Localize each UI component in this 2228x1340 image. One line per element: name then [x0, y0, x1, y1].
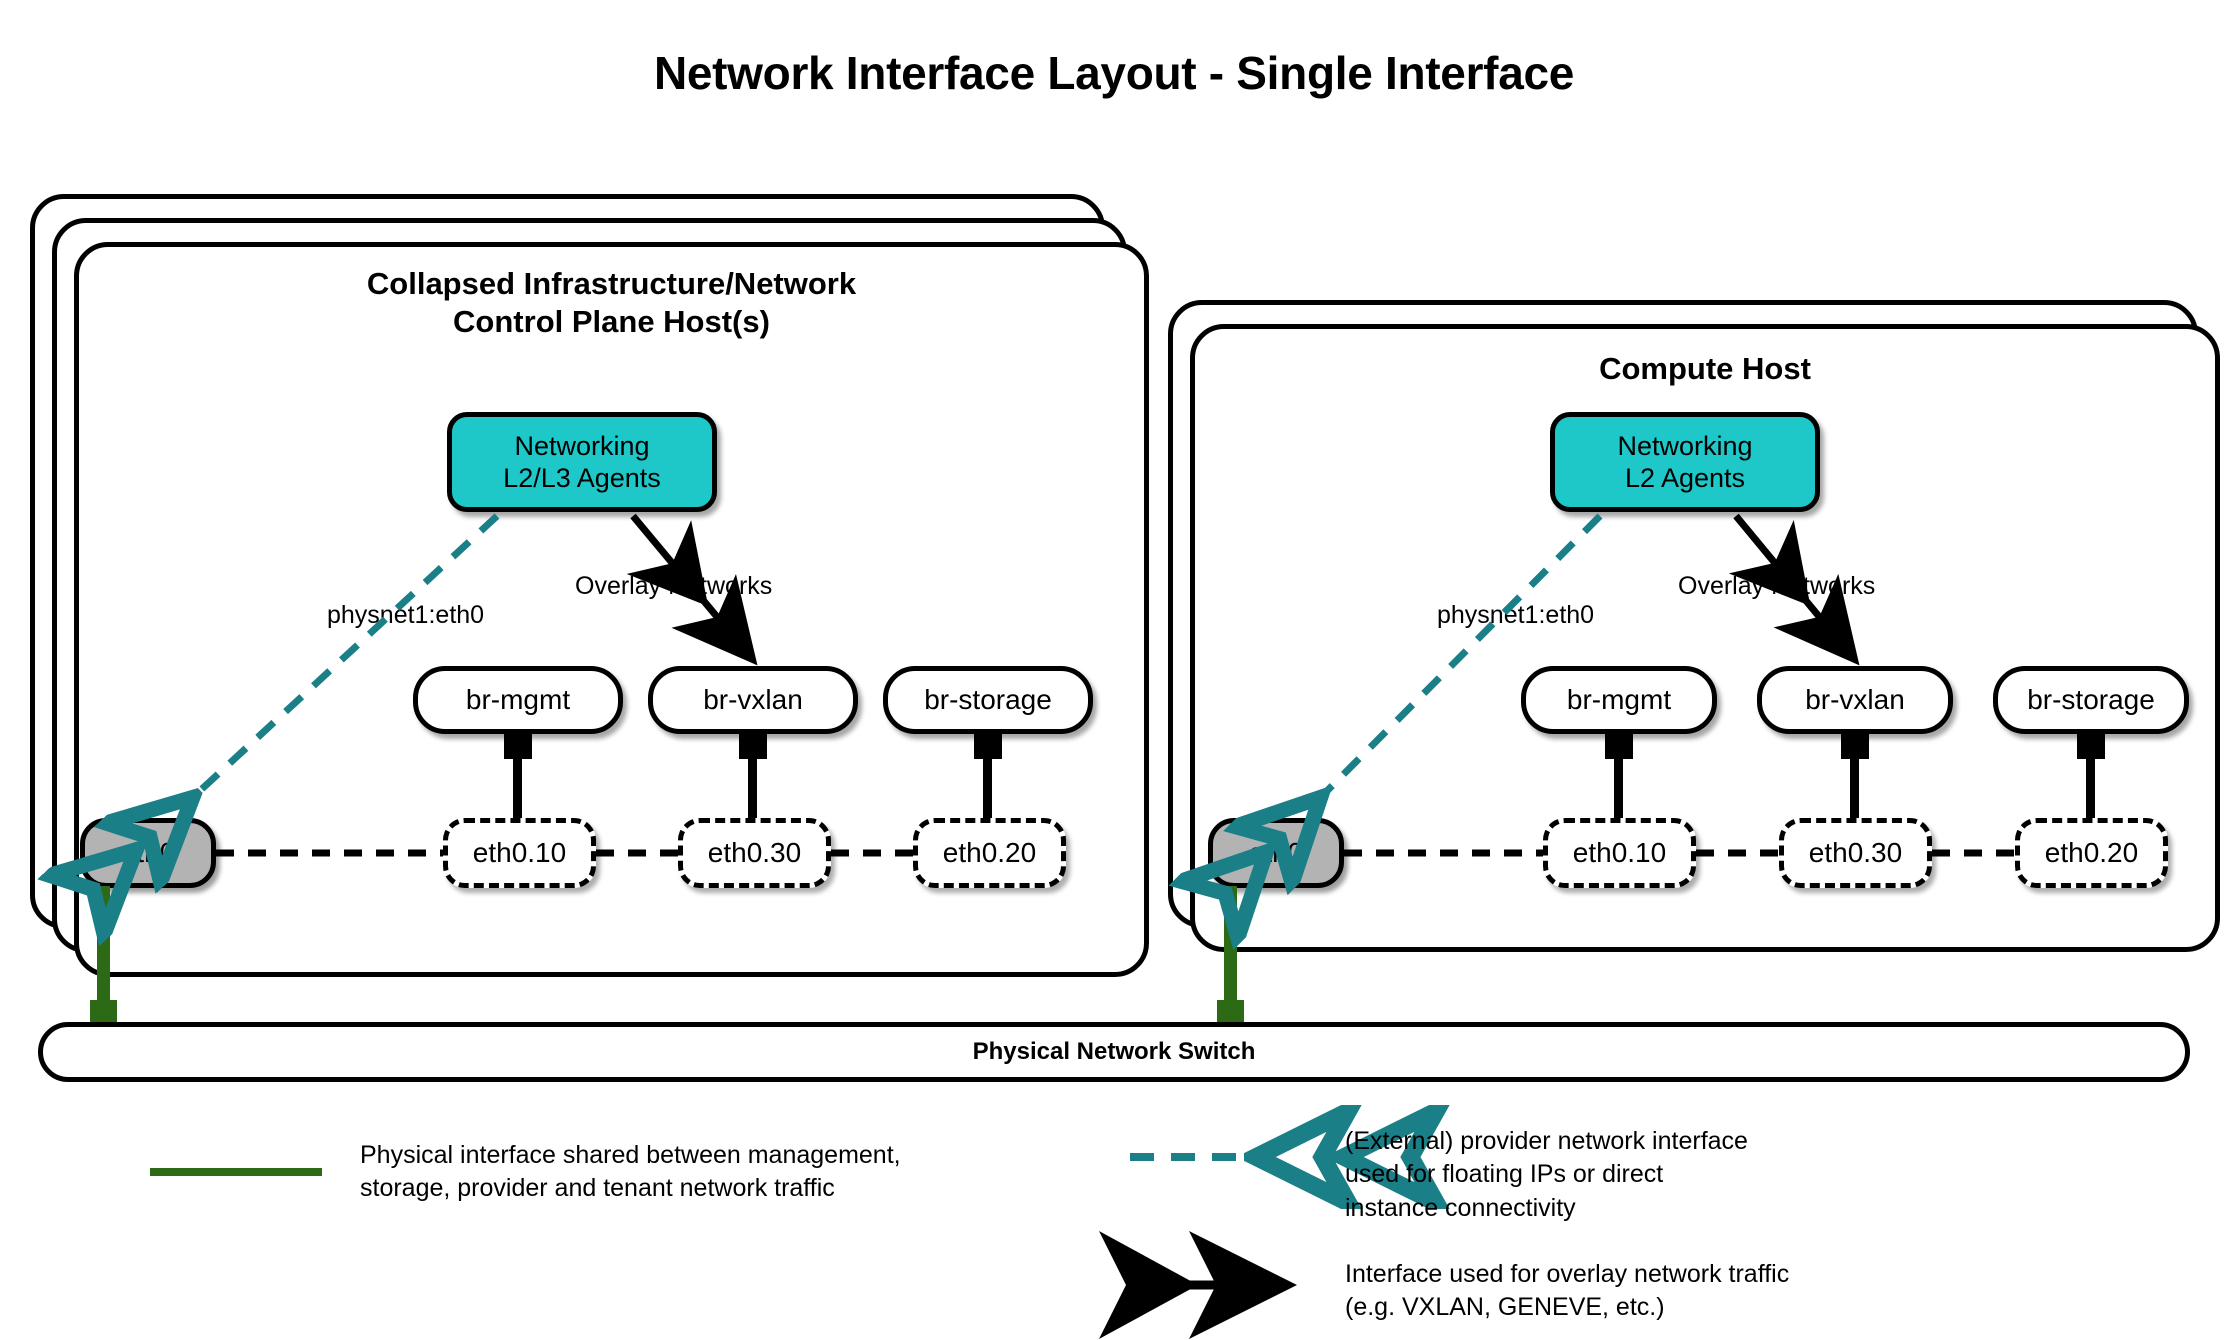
edge-label-provider-compute: physnet1:eth0 [1437, 601, 1595, 629]
bridge-node-br-mgmt-control-plane[interactable]: br-mgmt [413, 666, 623, 734]
host-title-control-plane: Collapsed Infrastructure/Network Control… [366, 266, 857, 339]
uplink-line-compute [1224, 886, 1237, 1011]
physical-nic-eth0-compute[interactable]: eth0 [1208, 818, 1344, 888]
legend-provider-network-text: (External) provider network interface us… [1345, 1127, 1748, 1222]
bridge-link-br-storage-control-plane [983, 755, 992, 825]
legend-physical-interface-text: Physical interface shared between manage… [360, 1141, 901, 1203]
host-title-compute: Compute Host [1599, 351, 1811, 386]
bridge-node-br-mgmt-compute[interactable]: br-mgmt [1521, 666, 1717, 734]
legend-physical-interface-swatch [150, 1168, 322, 1176]
bridge-port-br-vxlan-control-plane [739, 733, 767, 759]
bridge-node-br-vxlan-compute[interactable]: br-vxlan [1757, 666, 1953, 734]
edge-label-overlay-control-plane: Overlay Networks [575, 572, 773, 600]
vlan-node-eth0-20-control-plane[interactable]: eth0.20 [913, 818, 1066, 888]
bridge-link-br-vxlan-control-plane [748, 755, 757, 825]
bridge-link-br-vxlan-compute [1850, 755, 1859, 825]
page-title: Network Interface Layout - Single Interf… [653, 47, 1575, 99]
bridge-node-br-storage-compute[interactable]: br-storage [1993, 666, 2189, 734]
networking-agents-node-control-plane[interactable]: Networking L2/L3 Agents [447, 412, 717, 512]
legend-overlay-network-text: Interface used for overlay network traff… [1345, 1260, 1790, 1322]
networking-agents-node-compute[interactable]: Networking L2 Agents [1550, 412, 1820, 512]
bridge-link-br-mgmt-compute [1614, 755, 1623, 825]
bridge-link-br-storage-compute [2086, 755, 2095, 825]
vlan-node-eth0-10-compute[interactable]: eth0.10 [1543, 818, 1696, 888]
edge-label-provider-control-plane: physnet1:eth0 [327, 601, 485, 629]
physical-network-switch-label: Physical Network Switch [972, 1038, 1256, 1065]
vlan-node-eth0-30-compute[interactable]: eth0.30 [1779, 818, 1932, 888]
vlan-node-eth0-10-control-plane[interactable]: eth0.10 [443, 818, 596, 888]
physical-network-switch[interactable]: Physical Network Switch [38, 1022, 2190, 1082]
bridge-port-br-storage-compute [2077, 733, 2105, 759]
vlan-node-eth0-30-control-plane[interactable]: eth0.30 [678, 818, 831, 888]
physical-nic-eth0-control-plane[interactable]: eth0 [80, 818, 216, 888]
edge-label-overlay-compute: Overlay Networks [1678, 572, 1876, 600]
bridge-link-br-mgmt-control-plane [513, 755, 522, 825]
bridge-node-br-vxlan-control-plane[interactable]: br-vxlan [648, 666, 858, 734]
bridge-port-br-mgmt-compute [1605, 733, 1633, 759]
vlan-node-eth0-20-compute[interactable]: eth0.20 [2015, 818, 2168, 888]
uplink-line-control-plane [97, 886, 110, 1011]
bridge-node-br-storage-control-plane[interactable]: br-storage [883, 666, 1093, 734]
bridge-port-br-storage-control-plane [974, 733, 1002, 759]
bridge-port-br-mgmt-control-plane [504, 733, 532, 759]
bridge-port-br-vxlan-compute [1841, 733, 1869, 759]
